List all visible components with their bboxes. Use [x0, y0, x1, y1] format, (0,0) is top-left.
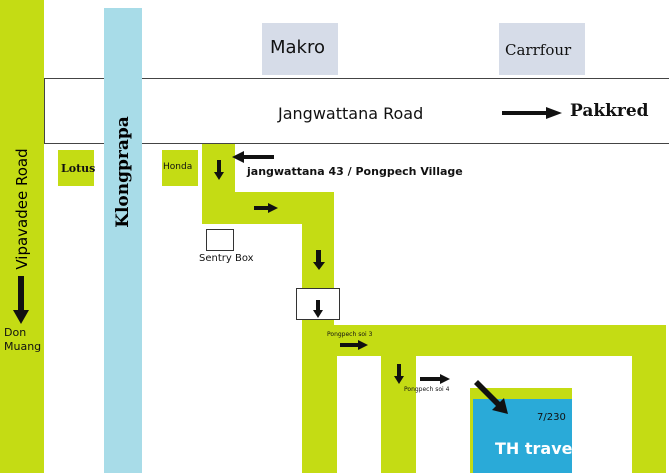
gate-down-arrow-icon: [313, 300, 323, 318]
lotus-label: Lotus: [61, 162, 96, 175]
makro-box: [262, 23, 338, 75]
pakkred-label: Pakkred: [570, 101, 649, 121]
klongprapa-label: Klongprapa: [113, 116, 133, 228]
vipavadee-down-arrow-icon: [13, 276, 29, 324]
pakkred-arrow-icon: [502, 107, 562, 119]
lotus-box: [58, 150, 94, 186]
block-3: [416, 388, 470, 473]
th-travel-number: 7/230: [537, 412, 566, 423]
carrfour-label: Carrfour: [505, 41, 572, 59]
sentry-box: [206, 229, 234, 251]
honda-box: [162, 150, 198, 186]
soi43-down-arrow-2-icon: [313, 250, 325, 270]
pongpech-soi-4-label: Pongpech soi 4: [404, 386, 450, 393]
th-travel-box: [473, 399, 572, 473]
jangwattana-road: [44, 78, 669, 144]
destination-diagonal-arrow-icon: [474, 380, 508, 414]
soi43-left-arrow-icon: [232, 151, 274, 163]
klongprapa-canal: [104, 8, 142, 473]
th-travel-name: TH travel: [495, 439, 578, 458]
honda-label: Honda: [163, 162, 193, 172]
pongpech-soi-3-label: Pongpech soi 3: [327, 331, 373, 338]
vipavadee-road: [0, 0, 44, 473]
block-4: [572, 388, 632, 473]
don-muang-label: Don Muang: [4, 326, 42, 353]
sentry-box-label: Sentry Box: [199, 253, 254, 264]
soi4-down-arrow-icon: [394, 364, 404, 384]
soi43-down-arrow-1-icon: [214, 160, 224, 180]
carrfour-box: [499, 23, 585, 75]
block-1: [337, 356, 381, 473]
jangwattana-43-label: jangwattana 43 / Pongpech Village: [247, 165, 463, 178]
vipavadee-road-label: Vipavadee Road: [13, 148, 31, 270]
soi4-right-arrow-icon: [420, 374, 450, 384]
makro-label: Makro: [270, 37, 326, 58]
block-2: [416, 356, 632, 388]
soi3-right-arrow-icon: [340, 340, 368, 350]
jangwattana-road-label: Jangwattana Road: [278, 104, 424, 123]
soi43-right-arrow-icon: [254, 203, 278, 213]
